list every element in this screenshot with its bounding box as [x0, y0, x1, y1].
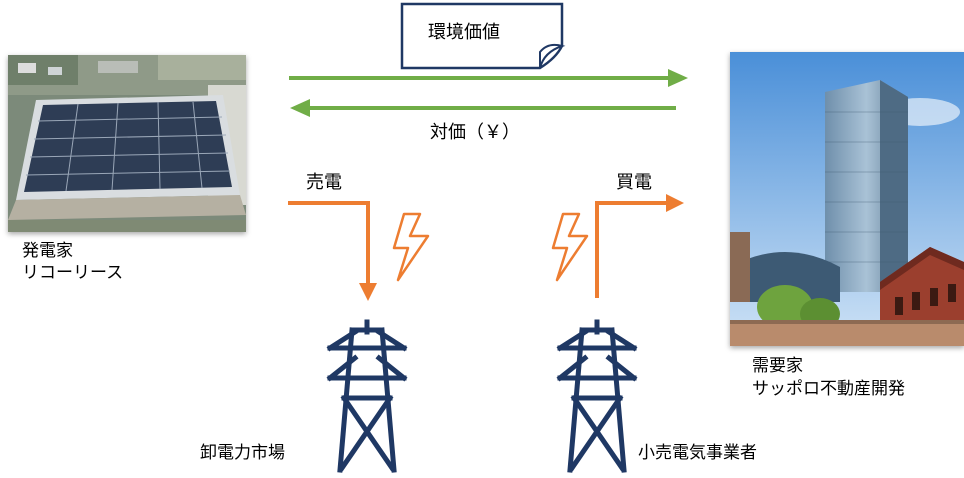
office-tower-photo: [730, 52, 964, 346]
buy-power-arrow: [595, 194, 684, 298]
generator-company-label: リコーリース: [22, 263, 124, 283]
sell-power-label: 売電: [306, 172, 342, 193]
payment-flow-arrow: [290, 99, 676, 117]
retailer-label: 小売電気事業者: [638, 443, 757, 463]
buy-power-label: 買電: [616, 172, 652, 193]
transmission-tower-icon: [326, 319, 408, 473]
generator-role-label: 発電家: [22, 241, 73, 261]
environmental-value-label: 環境価値: [428, 22, 500, 43]
value-flow-arrow: [289, 69, 688, 87]
lightning-icon: [392, 212, 430, 282]
consumer-company-label: サッポロ不動産開発: [752, 379, 905, 399]
solar-warehouse-photo: [8, 55, 246, 232]
wholesale-market-label: 卸電力市場: [200, 443, 285, 463]
sell-power-arrow: [288, 201, 377, 301]
document-fold-icon: [539, 43, 566, 69]
consumer-role-label: 需要家: [752, 356, 803, 376]
payment-label: 対価（￥）: [430, 122, 520, 143]
lightning-icon: [551, 212, 589, 282]
transmission-tower-icon: [556, 319, 638, 473]
